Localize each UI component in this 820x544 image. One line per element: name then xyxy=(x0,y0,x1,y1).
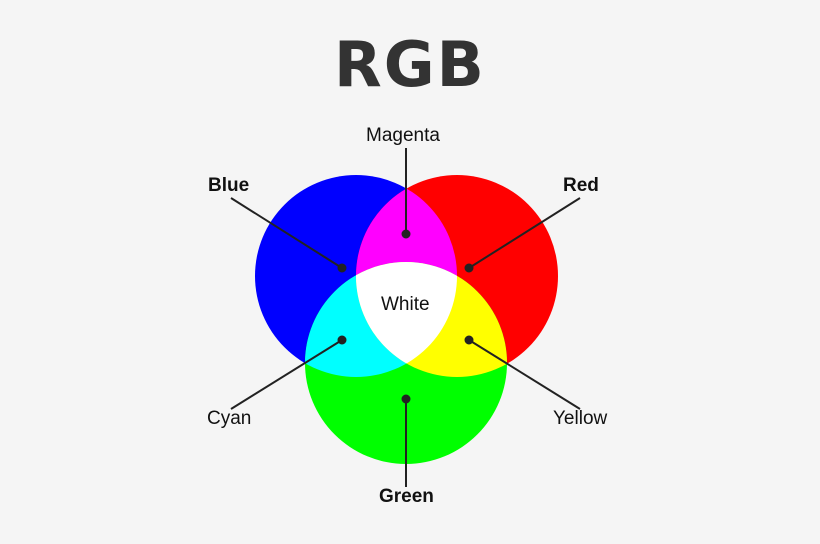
label-yellow: Yellow xyxy=(553,408,608,429)
red-leader xyxy=(468,197,581,269)
label-blue: Blue xyxy=(208,175,250,196)
label-red: Red xyxy=(563,175,599,196)
label-magenta: Magenta xyxy=(366,125,440,146)
label-cyan: Cyan xyxy=(207,408,252,429)
label-white: White xyxy=(381,294,430,315)
cyan-leader xyxy=(230,339,343,410)
yellow-leader xyxy=(468,339,581,410)
diagram-title: RGB xyxy=(334,28,486,101)
blue-leader xyxy=(230,197,343,269)
label-green: Green xyxy=(379,486,434,507)
